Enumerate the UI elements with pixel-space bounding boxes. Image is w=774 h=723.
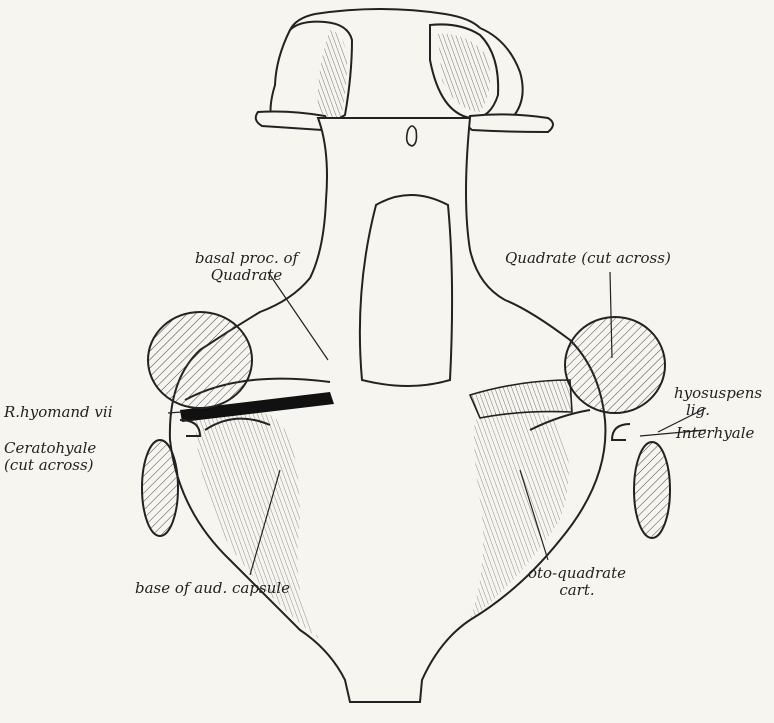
label-oto-quadrate-line2: cart. [528, 582, 626, 599]
nasal-shading [318, 30, 490, 118]
label-interhyale: Interhyale [676, 425, 754, 442]
interhyale-right [612, 424, 630, 440]
quadrate-right [565, 317, 665, 413]
label-hyosuspens: hyosuspens lig. [674, 385, 762, 419]
label-basal-proc-line1: basal proc. of [195, 250, 298, 267]
label-ceratohyale-line2: (cut across) [4, 457, 96, 474]
label-hyosuspens-line1: hyosuspens [674, 385, 762, 402]
label-ceratohyale: Ceratohyale (cut across) [4, 440, 96, 474]
label-basal-proc-line2: Quadrate [195, 267, 298, 284]
pituitary-fenestra [360, 195, 452, 386]
label-hyosuspens-line2: lig. [674, 402, 762, 419]
label-quadrate-cut: Quadrate (cut across) [505, 250, 671, 267]
ceratohyale-left [142, 440, 178, 536]
label-oto-quadrate-line1: oto-quadrate [528, 565, 626, 582]
nasal-foramen [407, 126, 417, 146]
quadrate-left [148, 312, 252, 408]
label-basal-proc: basal proc. of Quadrate [195, 250, 298, 284]
label-r-hyomand: R.hyomand vii [4, 404, 113, 421]
ceratohyale-right [634, 442, 670, 538]
label-base-aud-capsule: base of aud. capsule [135, 580, 290, 597]
label-ceratohyale-line1: Ceratohyale [4, 440, 96, 457]
label-oto-quadrate: oto-quadrate cart. [528, 565, 626, 599]
